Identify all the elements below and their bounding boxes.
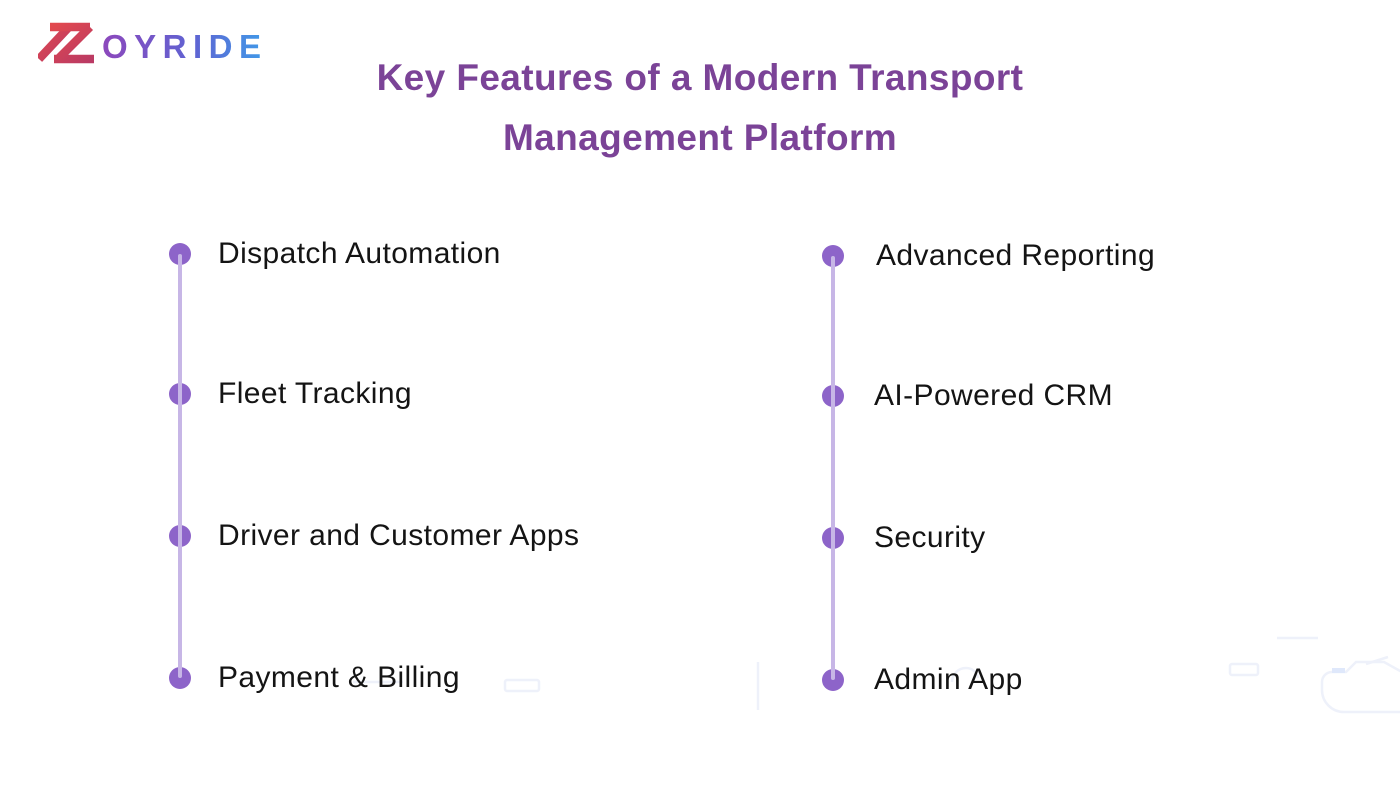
feature-label-admin-app: Admin App — [874, 663, 1023, 696]
zoyride-logo-svg: OYRIDE — [35, 22, 268, 65]
feature-label-ai-powered-crm: AI-Powered CRM — [874, 379, 1113, 412]
feature-label-fleet-tracking: Fleet Tracking — [218, 377, 413, 410]
logo-brand-text: OYRIDE — [102, 28, 268, 65]
page-title-line1: Key Features of a Modern Transport — [376, 57, 1024, 98]
timeline-dot — [822, 669, 844, 691]
zoyride-logo: OYRIDE — [35, 14, 278, 72]
timeline-line-right — [831, 256, 835, 680]
timeline-dot — [169, 667, 191, 689]
logo-z-icon — [35, 22, 94, 64]
feature-label-driver-customer-apps: Driver and Customer Apps — [218, 519, 580, 552]
page-title-line2: Management Platform — [502, 117, 898, 158]
feature-label-dispatch-automation: Dispatch Automation — [218, 237, 501, 270]
page-title: Key Features of a Modern Transport Manag… — [100, 48, 1300, 168]
feature-label-payment-billing: Payment & Billing — [218, 661, 460, 694]
timeline-line-left — [178, 254, 182, 678]
feature-label-security: Security — [874, 521, 986, 554]
feature-label-advanced-reporting: Advanced Reporting — [876, 239, 1156, 272]
